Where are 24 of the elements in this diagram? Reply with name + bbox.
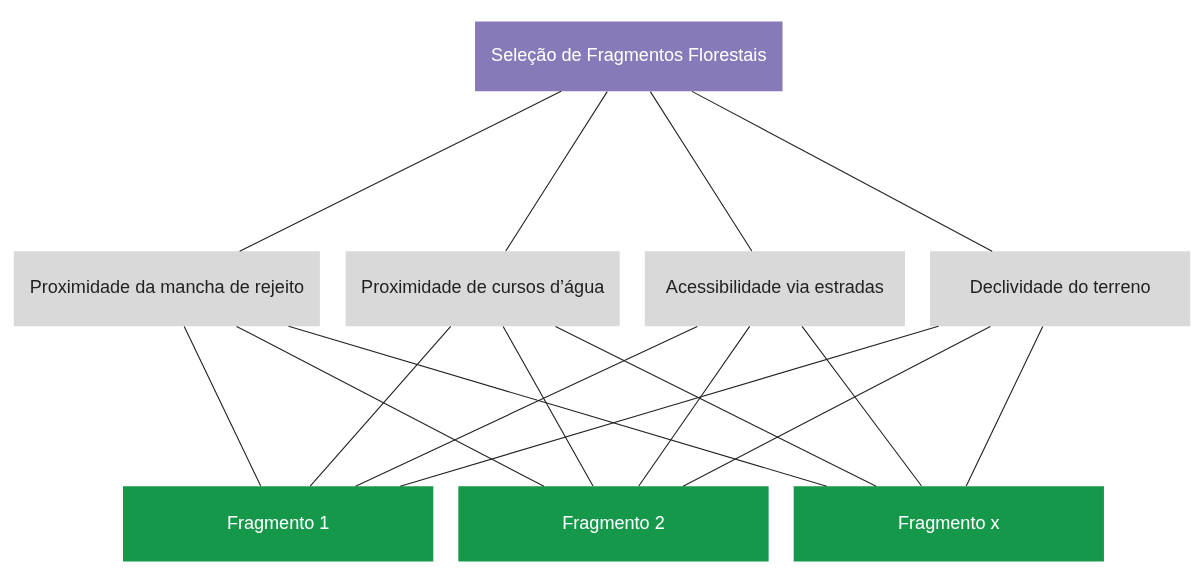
node-box: Fragmento 2 (458, 485, 769, 561)
connector (965, 325, 1044, 487)
node-box: Seleção de Fragmentos Florestais (475, 21, 783, 91)
connector (288, 325, 828, 487)
connector (505, 90, 608, 252)
connector (682, 325, 991, 487)
node-box: Proximidade de cursos d’água (345, 250, 620, 326)
connector (355, 325, 698, 487)
node-box: Acessibilidade via estradas (644, 250, 905, 326)
connector (399, 325, 939, 487)
node-box: Proximidade da mancha de rejeito (13, 250, 320, 326)
node-box: Fragmento 1 (123, 485, 434, 561)
connector (239, 90, 562, 252)
node-box: Fragmento x (793, 485, 1104, 561)
connector (638, 325, 751, 487)
connector (183, 325, 262, 487)
connector (649, 90, 753, 252)
node-box: Declividade do terreno (930, 250, 1191, 326)
connector (554, 325, 877, 487)
connector (309, 325, 452, 487)
connector (502, 325, 594, 487)
connector (691, 90, 993, 252)
connector (801, 325, 923, 487)
connector (236, 325, 545, 487)
